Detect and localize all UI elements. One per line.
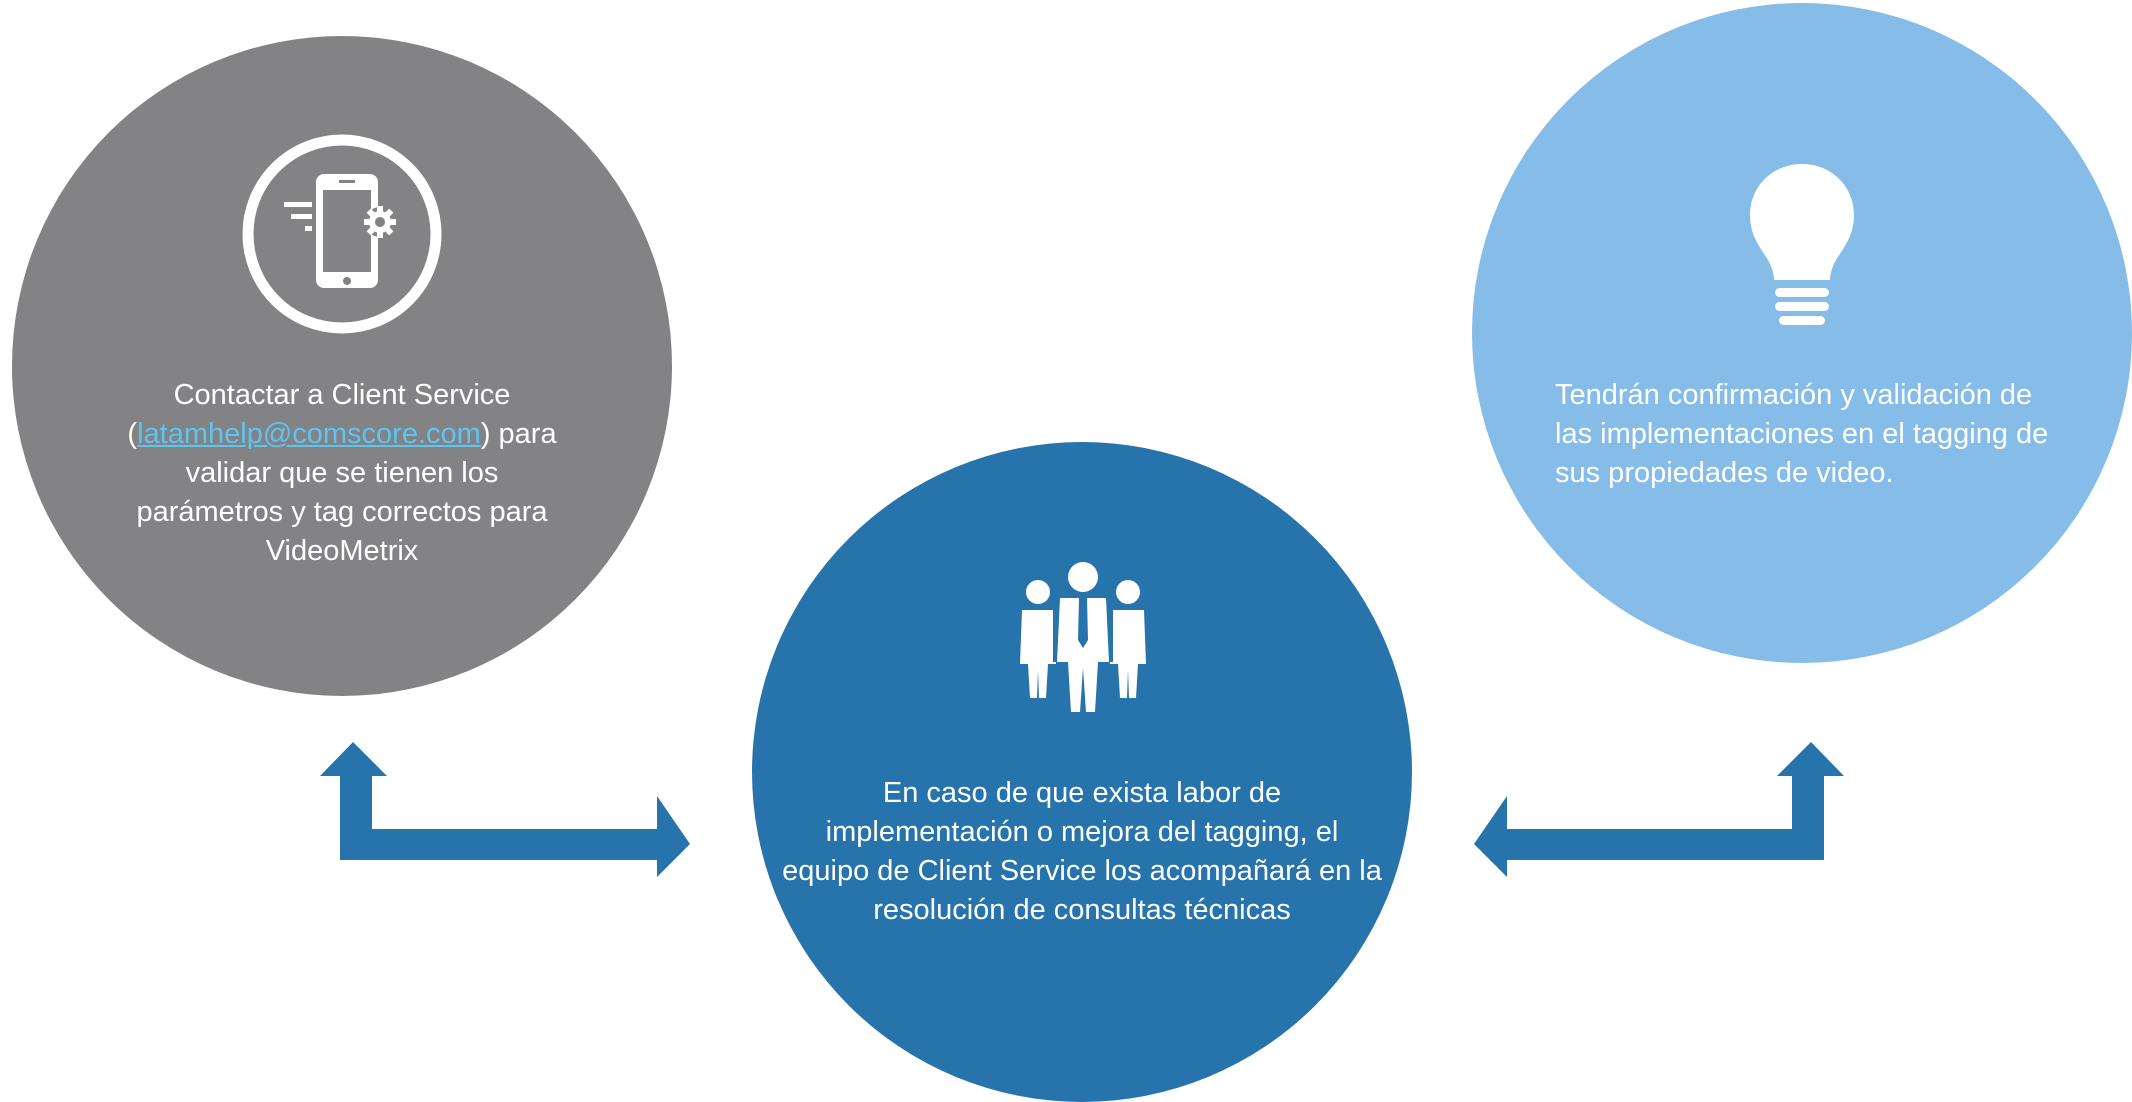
step-3-text: Tendrán confirmación y validación de las… <box>1555 379 2049 489</box>
step-2-circle <box>752 442 1412 1102</box>
team-icon <box>1020 562 1146 712</box>
step-2-text: En caso de que exista labor de implement… <box>782 777 1382 926</box>
step-1-circle <box>12 36 672 696</box>
arrow-left-connector <box>320 742 690 877</box>
arrow-right-connector <box>1474 742 1844 877</box>
step-1-text: Contactar a Client Service (latamhelp@co… <box>127 379 557 567</box>
step-3-circle <box>1472 3 2132 663</box>
email-link[interactable]: latamhelp@comscore.com <box>137 418 481 450</box>
phone-settings-icon <box>242 134 442 334</box>
lightbulb-icon <box>1750 164 1854 325</box>
